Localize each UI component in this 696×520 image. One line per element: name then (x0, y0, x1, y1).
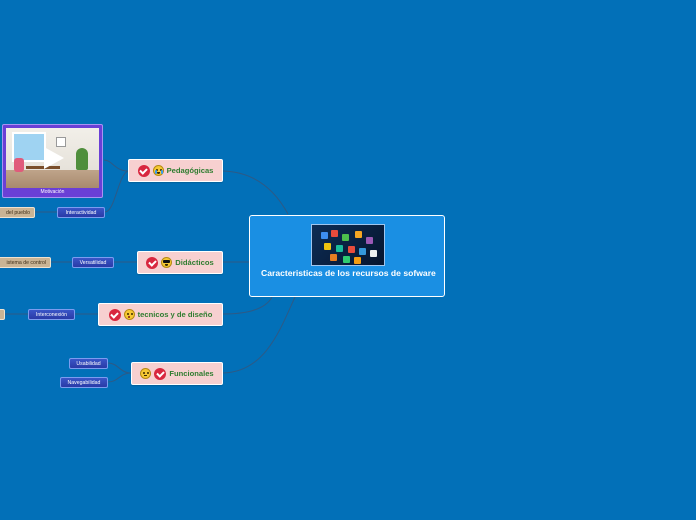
check-icon (108, 308, 121, 321)
check-icon (137, 164, 150, 177)
subtopic-navegabilidad[interactable]: Navegabilidad (60, 377, 108, 388)
link-root-funcionales (222, 296, 296, 374)
link-funcionales-usabilidad (107, 362, 132, 374)
topic-didacticos[interactable]: Didácticos (137, 251, 223, 274)
surprised-face-icon (123, 309, 135, 320)
topic-label: Didácticos (175, 258, 214, 267)
neutral-face-icon (140, 368, 152, 379)
leaf-interconexion-child[interactable] (0, 309, 5, 320)
leaf-del-pueblo[interactable]: del pueblo (0, 207, 35, 218)
video-label: Motivación (40, 189, 65, 195)
video-card-motivacion[interactable]: Motivación (2, 124, 103, 198)
check-icon (146, 256, 159, 269)
link-root-pedagogicas (222, 170, 289, 215)
topic-label: Funcionales (169, 369, 214, 378)
root-topic[interactable]: Caracteristicas de los recursos de sofwa… (249, 215, 445, 297)
crying-face-icon (152, 165, 164, 176)
link-funcionales-navegabilidad (107, 372, 132, 383)
video-thumbnail[interactable] (6, 128, 99, 188)
topic-label: Pedagógicas (166, 166, 214, 175)
topic-funcionales[interactable]: Funcionales (131, 362, 223, 385)
play-icon[interactable] (44, 147, 64, 169)
subtopic-interconexion[interactable]: Interconexión (28, 309, 75, 320)
leaf-sistema-de-control[interactable]: istema de control (0, 257, 51, 268)
topic-pedagogicas[interactable]: Pedagógicas (128, 159, 223, 182)
link-pedagogicas-interactividad (104, 170, 129, 213)
cool-sunglasses-face-icon (161, 257, 173, 268)
subtopic-versatilidad[interactable]: Versatilidad (72, 257, 114, 268)
subtopic-interactividad[interactable]: Interactividad (57, 207, 105, 218)
topic-tecnicos-y-de-diseno[interactable]: tecnicos y de diseño (98, 303, 223, 326)
app-icons-screen-image (311, 224, 385, 266)
subtopic-usabilidad[interactable]: Usabilidad (69, 358, 108, 369)
check-icon (154, 367, 167, 380)
root-title: Caracteristicas de los recursos de sofwa… (261, 268, 436, 278)
topic-label: tecnicos y de diseño (137, 310, 213, 319)
link-root-tecnicos (222, 296, 273, 315)
link-pedagogicas-video (103, 159, 129, 172)
